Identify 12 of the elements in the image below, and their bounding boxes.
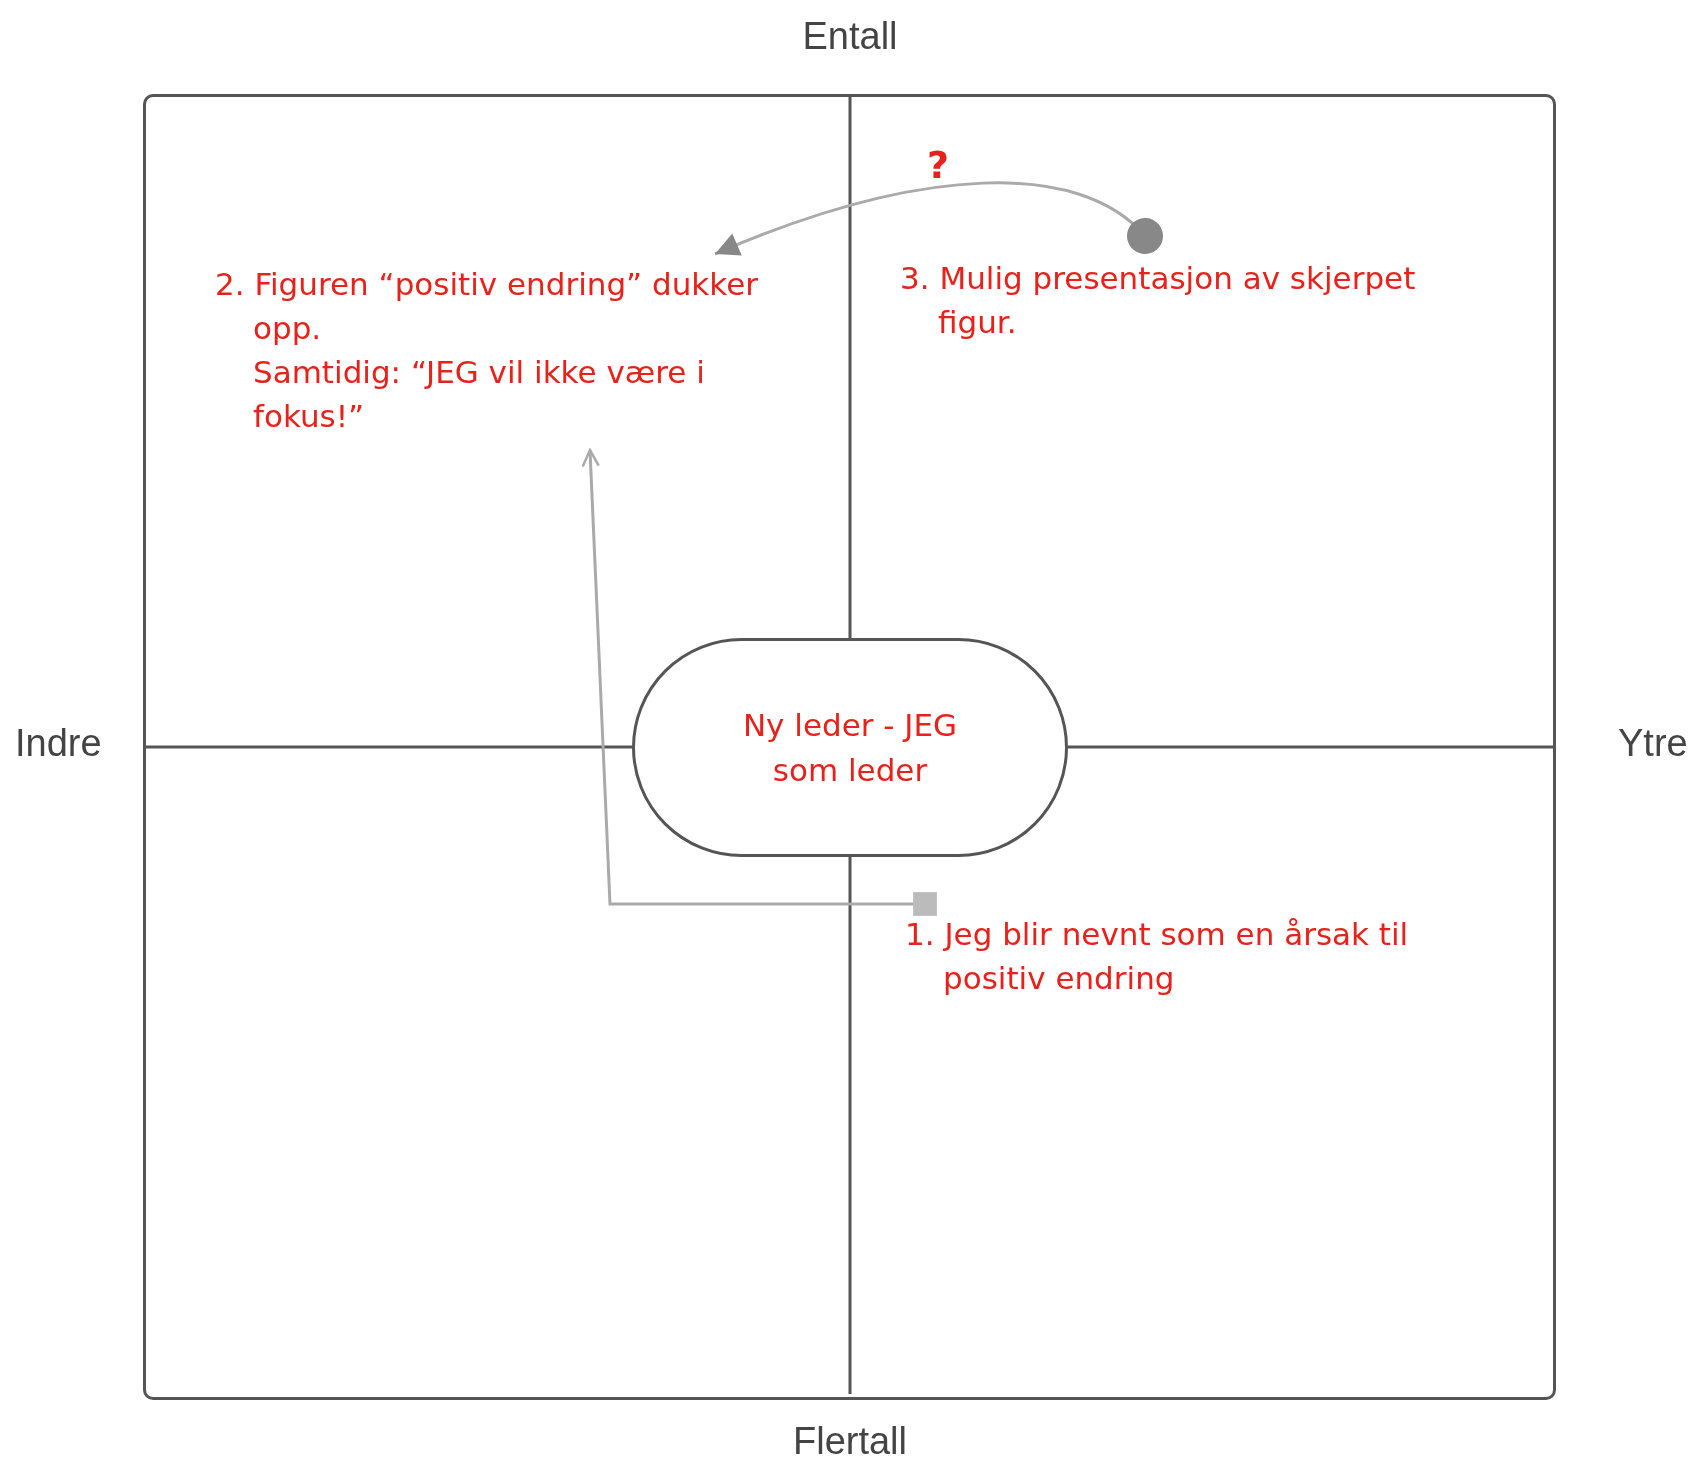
axis-label: Flertall xyxy=(793,1420,907,1463)
axis-label: Ytre xyxy=(1618,722,1688,765)
annotation-text: Samtidig: “JEG vil ikke være i fokus!” xyxy=(252,353,706,437)
annotation-text: 3. Mulig presentasjon av skjerpet figur. xyxy=(900,259,1417,342)
edge-label: ? xyxy=(927,143,949,187)
annotation-text: 2. Figuren “positiv endring” dukker opp. xyxy=(215,265,759,348)
arrow xyxy=(714,181,1163,257)
node-text: Ny leder - JEG som leder xyxy=(741,706,959,790)
axis-label: Indre xyxy=(15,722,102,765)
annotation-text: 1. Jeg blir nevnt som en årsak til positiv endring xyxy=(905,915,1410,998)
arrow xyxy=(581,448,937,916)
axis-label: Entall xyxy=(802,15,898,58)
